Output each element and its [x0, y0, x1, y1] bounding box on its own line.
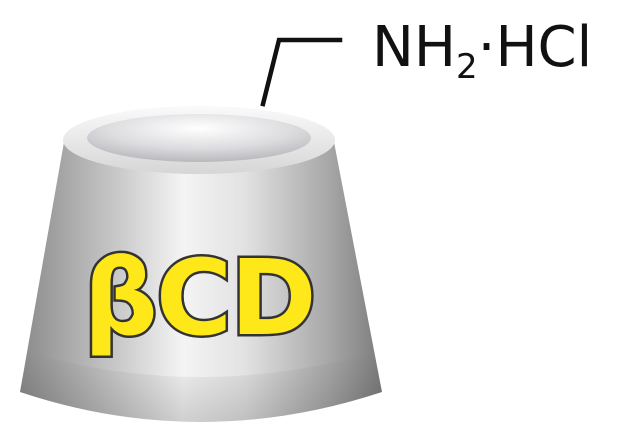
formula-subscript: 2 [456, 47, 478, 87]
formula-main: NH [372, 15, 456, 80]
cone-body [20, 142, 382, 422]
beta-cd-label: βCD [83, 237, 314, 359]
cone-bottom-shade [20, 352, 382, 422]
cone-cavity [87, 114, 311, 162]
connector-line [260, 37, 343, 107]
formula-label: NH2·HCl [372, 15, 592, 87]
formula-suffix: ·HCl [478, 15, 593, 80]
